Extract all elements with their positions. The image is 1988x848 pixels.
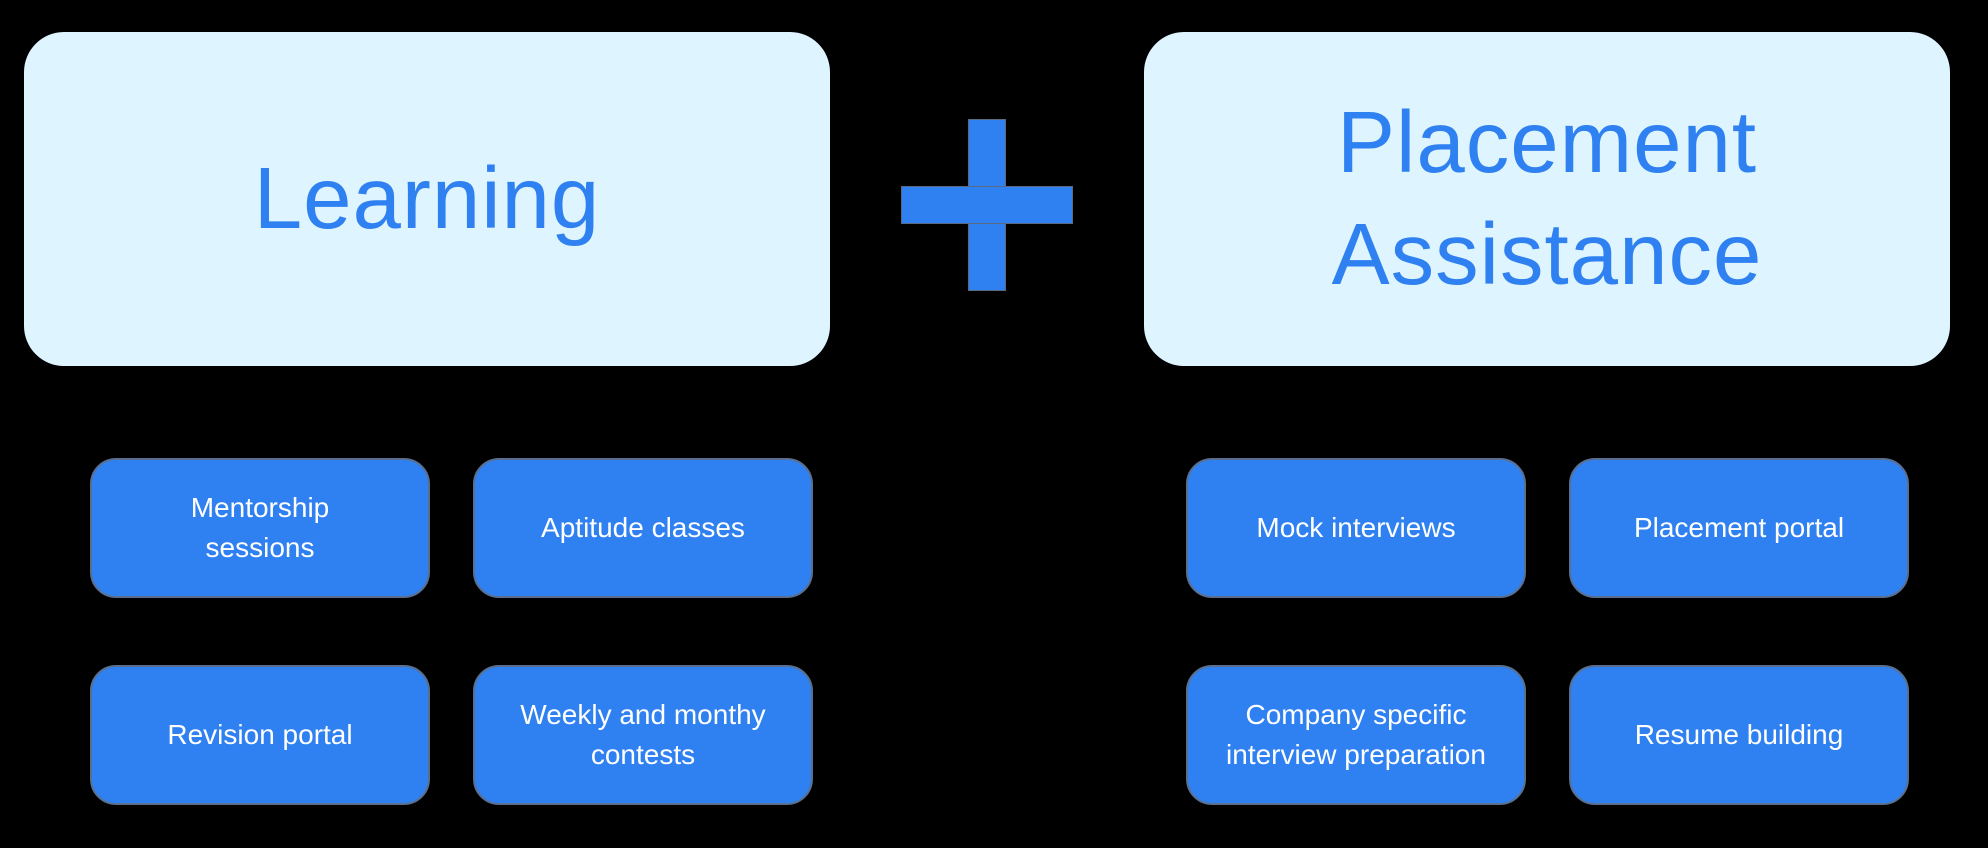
learning-item-label: Weekly and monthy contests	[520, 699, 766, 770]
placement-item-label: Company specific interview preparation	[1226, 699, 1486, 770]
learning-item-label: Revision portal	[167, 719, 353, 750]
learning-item-aptitude-classes: Aptitude classes	[473, 458, 813, 598]
placement-item-company-specific-interview-preparation: Company specific interview preparation	[1186, 665, 1526, 805]
learning-item-mentorship-sessions: Mentorship sessions	[90, 458, 430, 598]
learning-item-label: Aptitude classes	[541, 512, 745, 543]
plus-icon-center	[970, 188, 1004, 222]
placement-item-label: Placement portal	[1633, 512, 1845, 543]
placement-item-label: Resume building	[1634, 719, 1844, 750]
placement-item-placement-portal: Placement portal	[1569, 458, 1909, 598]
placement-assistance-title: Placement Assistance	[1331, 94, 1763, 303]
placement-item-label: Mock interviews	[1256, 512, 1456, 543]
placement-assistance-panel: Placement Assistance	[1144, 32, 1950, 366]
learning-panel: Learning	[24, 32, 830, 366]
learning-title: Learning	[253, 150, 601, 247]
learning-item-weekly-and-monthy-contests: Weekly and monthy contests	[473, 665, 813, 805]
learning-item-label: Mentorship sessions	[190, 492, 330, 563]
placement-item-mock-interviews: Mock interviews	[1186, 458, 1526, 598]
plus-icon	[902, 120, 1072, 290]
placement-item-resume-building: Resume building	[1569, 665, 1909, 805]
learning-item-revision-portal: Revision portal	[90, 665, 430, 805]
